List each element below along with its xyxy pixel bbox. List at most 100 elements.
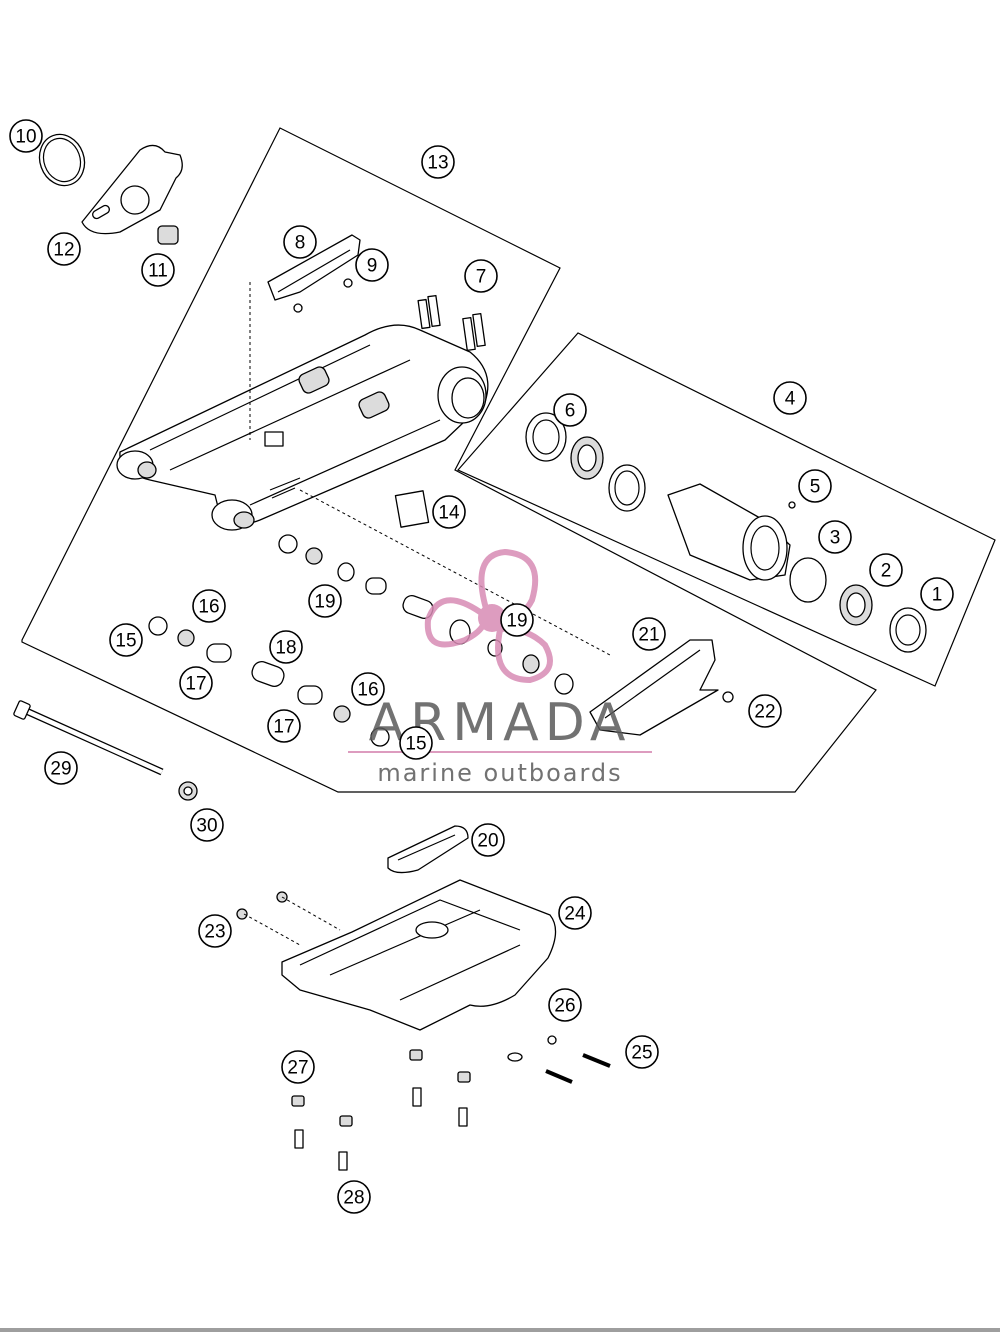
callout-circle bbox=[399, 726, 433, 760]
watermark-tagline: marine outboards bbox=[377, 759, 622, 787]
callout-circle bbox=[625, 1035, 659, 1069]
callout-16a: 16 bbox=[192, 589, 226, 623]
callout-circle bbox=[267, 709, 301, 743]
bearing-assembly-drawing bbox=[525, 412, 927, 653]
callout-number: 9 bbox=[367, 256, 378, 277]
axle-drawing bbox=[13, 700, 198, 801]
callout-circle bbox=[9, 119, 43, 153]
bottom-rule bbox=[0, 1328, 1000, 1332]
watermark: ARMADA marine outboards bbox=[348, 548, 652, 787]
callout-number: 4 bbox=[785, 389, 796, 410]
callout-circle bbox=[283, 225, 317, 259]
callout-14: 14 bbox=[432, 495, 466, 529]
callout-circle bbox=[548, 988, 582, 1022]
callout-number: 26 bbox=[554, 996, 575, 1017]
callout-number: 17 bbox=[273, 717, 294, 738]
callout-15a: 15 bbox=[109, 623, 143, 657]
callout-number: 25 bbox=[631, 1043, 652, 1064]
callout-4: 4 bbox=[773, 381, 807, 415]
callout-2: 2 bbox=[869, 553, 903, 587]
callout-28: 28 bbox=[337, 1180, 371, 1214]
callout-3: 3 bbox=[818, 520, 852, 554]
callout-number: 18 bbox=[275, 638, 296, 659]
callout-16b: 16 bbox=[351, 672, 385, 706]
callout-number: 20 bbox=[477, 831, 498, 852]
callout-circle bbox=[632, 617, 666, 651]
callout-6: 6 bbox=[553, 393, 587, 427]
callout-circle bbox=[44, 751, 78, 785]
callout-number: 12 bbox=[53, 240, 74, 261]
callout-number: 19 bbox=[314, 592, 335, 613]
callout-number: 5 bbox=[810, 477, 821, 498]
callout-number: 22 bbox=[754, 702, 775, 723]
callout-number: 17 bbox=[185, 674, 206, 695]
callout-22: 22 bbox=[748, 694, 782, 728]
callout-number: 21 bbox=[638, 625, 659, 646]
callout-5: 5 bbox=[798, 469, 832, 503]
callout-circle bbox=[109, 623, 143, 657]
callout-number: 1 bbox=[932, 585, 943, 606]
callout-20: 20 bbox=[471, 823, 505, 857]
callout-circle bbox=[190, 808, 224, 842]
callout-number: 6 bbox=[565, 401, 576, 422]
callout-10: 10 bbox=[9, 119, 43, 153]
callout-circle bbox=[818, 520, 852, 554]
callout-circle bbox=[464, 259, 498, 293]
callout-19b: 19 bbox=[500, 603, 534, 637]
callout-12: 12 bbox=[47, 232, 81, 266]
callout-circle bbox=[179, 666, 213, 700]
callout-circle bbox=[471, 823, 505, 857]
callout-number: 27 bbox=[287, 1058, 308, 1079]
callout-number: 8 bbox=[295, 233, 306, 254]
callout-13: 13 bbox=[421, 145, 455, 179]
callout-circle bbox=[269, 630, 303, 664]
callout-circle bbox=[773, 381, 807, 415]
callout-26: 26 bbox=[548, 988, 582, 1022]
callout-circle bbox=[198, 914, 232, 948]
guard-drawing bbox=[589, 639, 734, 736]
callout-circle bbox=[558, 896, 592, 930]
callout-number: 24 bbox=[564, 904, 586, 925]
callout-number: 16 bbox=[198, 597, 219, 618]
callout-number: 7 bbox=[476, 267, 487, 288]
callout-circle bbox=[141, 253, 175, 287]
callout-circle bbox=[308, 584, 342, 618]
callout-circle bbox=[553, 393, 587, 427]
chain-slider-drawing bbox=[267, 234, 361, 313]
callout-number: 15 bbox=[405, 734, 426, 755]
sticker-drawing bbox=[394, 490, 430, 528]
swingarm-group-outline bbox=[21, 127, 877, 793]
bolts-drawing bbox=[417, 294, 486, 352]
callout-24: 24 bbox=[558, 896, 592, 930]
callout-11: 11 bbox=[141, 253, 175, 287]
callout-1: 1 bbox=[920, 577, 954, 611]
callout-23: 23 bbox=[198, 914, 232, 948]
callout-circle bbox=[432, 495, 466, 529]
callout-circle bbox=[281, 1050, 315, 1084]
callout-25: 25 bbox=[625, 1035, 659, 1069]
callout-number: 2 bbox=[881, 561, 892, 582]
callout-21: 21 bbox=[632, 617, 666, 651]
callout-number: 3 bbox=[830, 528, 841, 549]
callout-number: 29 bbox=[50, 759, 71, 780]
callout-number: 10 bbox=[15, 127, 36, 148]
callout-number: 19 bbox=[506, 611, 527, 632]
callout-circle bbox=[798, 469, 832, 503]
callout-circle bbox=[869, 553, 903, 587]
skid-plate-drawing bbox=[236, 825, 611, 1171]
callout-15b: 15 bbox=[399, 726, 433, 760]
callout-circle bbox=[351, 672, 385, 706]
callout-number: 11 bbox=[148, 261, 168, 282]
callout-8: 8 bbox=[283, 225, 317, 259]
callout-circle bbox=[337, 1180, 371, 1214]
bearing-group-outline bbox=[457, 332, 996, 687]
callout-number: 13 bbox=[427, 153, 448, 174]
callout-7: 7 bbox=[464, 259, 498, 293]
callout-30: 30 bbox=[190, 808, 224, 842]
callout-number: 30 bbox=[196, 816, 217, 837]
callout-circle bbox=[748, 694, 782, 728]
callout-27: 27 bbox=[281, 1050, 315, 1084]
callout-number: 14 bbox=[438, 503, 460, 524]
callout-29: 29 bbox=[44, 751, 78, 785]
